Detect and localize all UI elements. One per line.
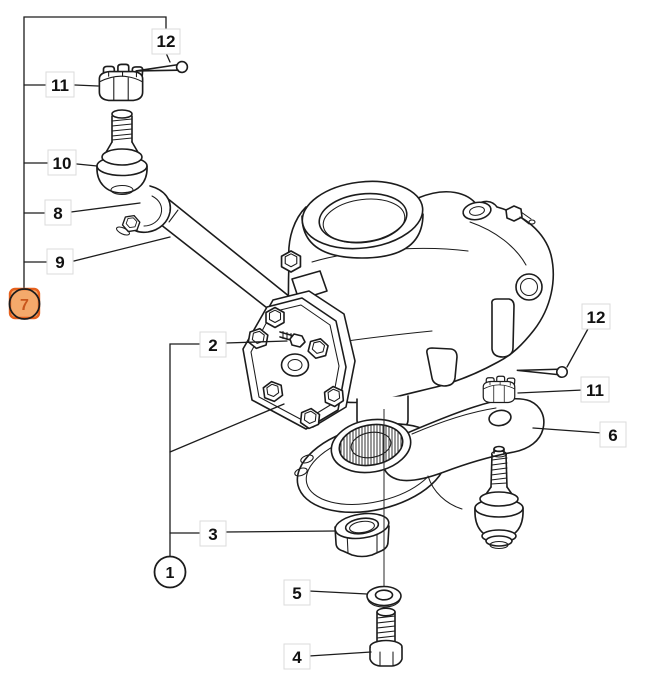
adjuster-screw: [279, 330, 306, 348]
callout-8[interactable]: 8: [44, 199, 72, 226]
steering-column-ring: [301, 180, 424, 259]
hub-plate-slot: [294, 467, 308, 477]
bolt: [369, 607, 403, 667]
callout-5[interactable]: 5: [283, 579, 311, 606]
leader-11-right: [517, 389, 584, 394]
washer: [366, 585, 402, 608]
cotter-pin-top: [134, 60, 189, 76]
leader-8: [23, 202, 141, 214]
side-port: [515, 273, 543, 301]
gear-housing: [287, 180, 554, 434]
callout-label[interactable]: 9: [55, 253, 64, 272]
bracket-assembly-1: [169, 343, 200, 557]
hub-plate-slot: [300, 454, 314, 464]
leader-9: [23, 236, 171, 263]
leader-unit: [169, 403, 285, 453]
castle-nut-top: [98, 63, 144, 102]
drag-link-tube: [145, 193, 291, 316]
ball-stud: [104, 109, 140, 155]
mounting-rib-mid: [426, 347, 458, 387]
leader-2: [225, 340, 288, 344]
callout-label[interactable]: 3: [208, 525, 217, 544]
callout-3[interactable]: 3: [199, 520, 227, 547]
drop-arm: [294, 398, 545, 514]
side-cover: [242, 290, 356, 431]
bracket-assembly-7: [23, 16, 167, 290]
sector-nut: [334, 512, 390, 558]
housing-bolt: [280, 250, 302, 273]
callout-label[interactable]: 2: [208, 336, 217, 355]
callout-label[interactable]: 7: [20, 297, 29, 314]
callout-label[interactable]: 12: [587, 308, 606, 327]
leader-4: [308, 651, 372, 657]
leader-5: [308, 590, 368, 595]
callout-label[interactable]: 4: [292, 648, 302, 667]
callout-label[interactable]: 1: [166, 565, 175, 582]
cotter-pin-right: [516, 362, 569, 379]
callout-label[interactable]: 6: [608, 426, 617, 445]
ball-stud: [483, 445, 515, 498]
callout-12-top[interactable]: 12: [151, 28, 181, 55]
callout-4[interactable]: 4: [283, 643, 311, 670]
callout-label[interactable]: 10: [53, 154, 72, 173]
callout-1-circled[interactable]: 1: [153, 555, 187, 589]
callout-circle: [153, 555, 187, 589]
castle-nut-right: [482, 375, 516, 404]
ball-joint-bottom: [474, 445, 524, 550]
spline-bore: [338, 423, 404, 467]
bleed-screw: [505, 205, 536, 225]
arm-end-hole: [488, 409, 512, 427]
callout-label[interactable]: 12: [157, 32, 176, 51]
callout-7-highlighted[interactable]: 7: [8, 287, 41, 320]
housing-contour: [469, 221, 527, 266]
ball-joint-top: [96, 109, 172, 236]
callout-label[interactable]: 5: [292, 584, 301, 603]
callout-label[interactable]: 11: [586, 381, 604, 400]
tube-clamp: [116, 185, 172, 236]
leader-10: [23, 162, 98, 167]
callout-leaders: [23, 16, 603, 657]
cover-center-boss: [280, 353, 310, 377]
callout-circle: [8, 288, 41, 320]
callout-label[interactable]: 8: [53, 204, 62, 223]
callout-label[interactable]: 11: [51, 76, 69, 95]
callout-9[interactable]: 9: [46, 248, 74, 275]
callout-2[interactable]: 2: [199, 331, 227, 358]
callout-12-right[interactable]: 12: [581, 303, 611, 330]
mounting-rib-right: [491, 298, 515, 358]
cover-bolt: [265, 306, 285, 329]
top-port-boss: [462, 201, 492, 221]
callout-10[interactable]: 10: [47, 149, 77, 176]
leader-3: [169, 530, 336, 534]
callout-11-top[interactable]: 11: [45, 71, 75, 98]
callout-6[interactable]: 6: [599, 421, 627, 448]
callout-11-right[interactable]: 11: [580, 376, 610, 403]
leader-11-top: [23, 84, 99, 87]
leader-6: [532, 427, 603, 434]
leader-12-right: [566, 326, 590, 368]
